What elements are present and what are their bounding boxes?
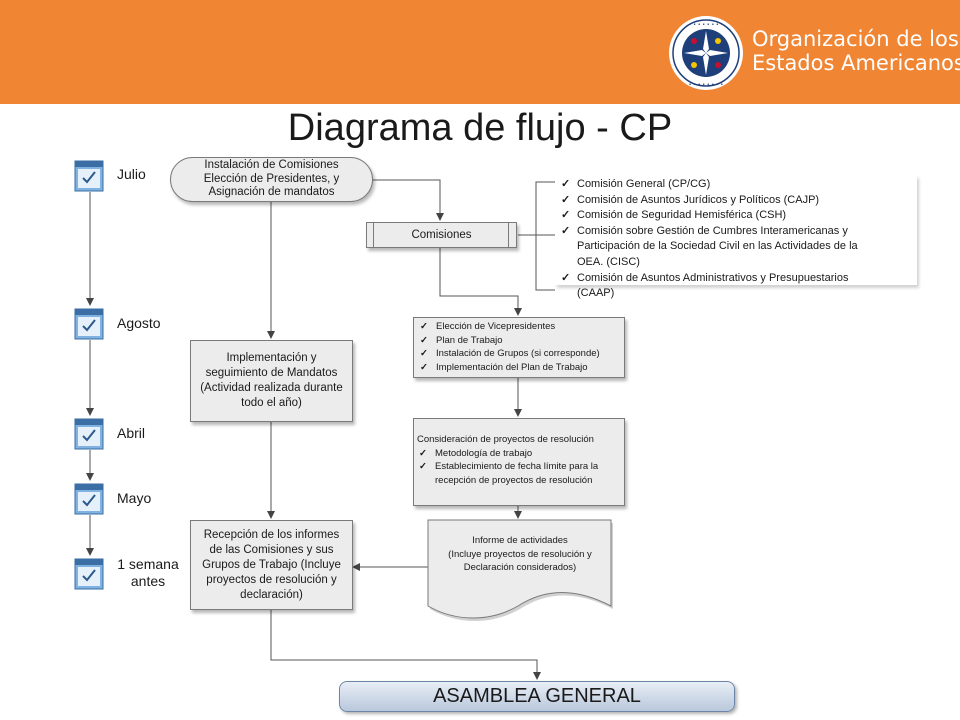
month-label: Agosto bbox=[117, 315, 161, 331]
node-text: seguimiento de Mandatos bbox=[205, 367, 338, 379]
calendar-icon bbox=[74, 418, 104, 450]
list-item-continued: recepción de proyectos de resolución bbox=[435, 474, 593, 486]
list-item-continued: (CAAP) bbox=[577, 287, 615, 300]
node-instalacion: Instalación de Comisiones Elección de Pr… bbox=[170, 157, 373, 202]
node-text: Implementación y bbox=[226, 352, 317, 364]
calendar-icon bbox=[74, 308, 104, 340]
calendar-icon bbox=[74, 558, 104, 590]
calendar-icon bbox=[74, 160, 104, 192]
node-recepcion: Recepción de los informes de las Comisio… bbox=[190, 520, 353, 610]
list-item-continued: Participación de la Sociedad Civil en la… bbox=[577, 240, 858, 253]
node-text: todo el año) bbox=[241, 397, 302, 409]
list-item: Comisión General (CP/CG) bbox=[559, 177, 917, 193]
month-label: Julio bbox=[117, 166, 146, 182]
process-bar-left bbox=[373, 222, 374, 248]
node-text: Elección de Presidentes, y bbox=[203, 172, 340, 185]
page-title: Diagrama de flujo - CP bbox=[287, 107, 673, 149]
list-item: Implementación del Plan de Trabajo bbox=[418, 361, 620, 375]
month-label-line: antes bbox=[130, 573, 166, 589]
list-item: Establecimiento de fecha límite para la bbox=[417, 460, 621, 474]
header-banner bbox=[0, 0, 960, 104]
list-item: Instalación de Grupos (si corresponde) bbox=[418, 347, 620, 361]
month-label: Mayo bbox=[117, 490, 152, 506]
node-text: Asignación de mandatos bbox=[208, 186, 335, 199]
list-item: Elección de Vicepresidentes bbox=[418, 320, 620, 334]
list-item: Metodología de trabajo bbox=[417, 447, 621, 461]
node-text: Informe de actividades bbox=[472, 535, 568, 546]
node-text: Grupos de Trabajo (Incluye bbox=[202, 558, 341, 571]
node-eleccion: Elección de Vicepresidentes Plan de Trab… bbox=[413, 317, 625, 378]
comisiones-list-panel: Comisión General (CP/CG) Comisión de Asu… bbox=[555, 175, 917, 299]
node-informe: Informe de actividades (Incluye proyecto… bbox=[428, 534, 612, 575]
svg-text:• • • • • • • •: • • • • • • • • bbox=[689, 82, 724, 88]
month-label-line: 1 semana bbox=[117, 556, 179, 572]
list-item: Comisión de Asuntos Jurídicos y Político… bbox=[559, 193, 917, 209]
month-label: Abril bbox=[117, 425, 146, 441]
svg-text:• • • • • • • •: • • • • • • • • bbox=[689, 22, 724, 28]
list-item: Plan de Trabajo bbox=[418, 334, 620, 348]
node-text: Instalación de Comisiones bbox=[204, 159, 339, 172]
list-item: Comisión sobre Gestión de Cumbres Intera… bbox=[559, 224, 917, 240]
node-implementacion: Implementación y seguimiento de Mandatos… bbox=[190, 340, 353, 422]
node-text: (Incluye proyectos de resolución y bbox=[448, 548, 592, 560]
node-text: Comisiones bbox=[411, 229, 472, 241]
node-text: Declaración considerados) bbox=[463, 562, 577, 573]
node-text: proyectos de resolución y bbox=[206, 573, 337, 586]
node-text: de las Comisiones y sus bbox=[209, 543, 334, 556]
node-text: declaración) bbox=[240, 588, 303, 601]
organization-name: Organización de los Estados Americanos bbox=[752, 27, 960, 75]
node-asamblea-general: ASAMBLEA GENERAL bbox=[339, 681, 735, 712]
node-text: Recepción de los informes bbox=[203, 528, 340, 541]
org-name-line1: Organización de los bbox=[752, 27, 959, 51]
process-bar-right bbox=[508, 222, 509, 248]
oas-seal-logo: • • • • • • • • • • • • • • • • bbox=[669, 16, 743, 90]
node-consideracion: Consideración de proyectos de resolución… bbox=[413, 418, 625, 506]
calendar-icon bbox=[74, 483, 104, 515]
node-comisiones: Comisiones bbox=[366, 222, 517, 248]
list-item: Comisión de Asuntos Administrativos y Pr… bbox=[559, 271, 917, 287]
node-informe-shape bbox=[427, 519, 613, 621]
list-item: Comisión de Seguridad Hemisférica (CSH) bbox=[559, 208, 917, 224]
node-text: ASAMBLEA GENERAL bbox=[433, 685, 641, 707]
node-text: (Actividad realizada durante bbox=[200, 382, 343, 394]
list-item-continued: OEA. (CISC) bbox=[577, 255, 640, 268]
month-label-last: 1 semana antes bbox=[113, 556, 183, 590]
node-heading: Consideración de proyectos de resolución bbox=[417, 434, 594, 445]
org-name-line2: Estados Americanos bbox=[752, 51, 960, 75]
